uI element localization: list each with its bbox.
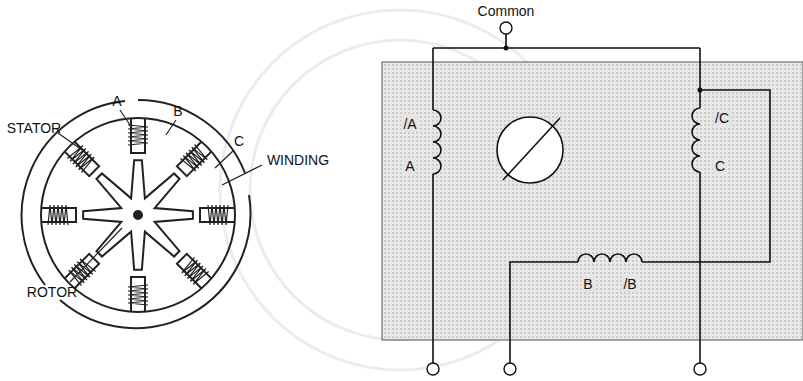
stator-inner bbox=[41, 118, 235, 312]
schematic bbox=[382, 22, 803, 375]
coil-c bbox=[692, 108, 700, 172]
leader-lines bbox=[58, 110, 262, 282]
part-name: ROTOR bbox=[25, 284, 79, 300]
terminal-name: Common bbox=[476, 3, 537, 19]
junction-dots bbox=[504, 46, 703, 93]
terminals bbox=[427, 22, 706, 375]
wires bbox=[433, 34, 770, 363]
rotor-symbol bbox=[497, 117, 563, 183]
part-name: STATOR bbox=[5, 120, 63, 136]
coil-end: A bbox=[403, 158, 416, 174]
coil-end: /B bbox=[621, 276, 638, 292]
coil-end: /A bbox=[401, 116, 418, 132]
phase-name: B bbox=[171, 103, 184, 119]
coil-end: B bbox=[581, 276, 594, 292]
phase-name: C bbox=[232, 133, 246, 149]
coil-b bbox=[578, 254, 642, 262]
coil-a bbox=[433, 110, 441, 174]
coil-end: /C bbox=[713, 110, 731, 126]
part-name: WINDING bbox=[265, 152, 331, 168]
phase-name: A bbox=[110, 93, 123, 109]
coil-end: C bbox=[713, 158, 727, 174]
motor-housing bbox=[382, 62, 803, 340]
rotor-symbol bbox=[83, 160, 193, 270]
stator-poles bbox=[41, 118, 235, 312]
